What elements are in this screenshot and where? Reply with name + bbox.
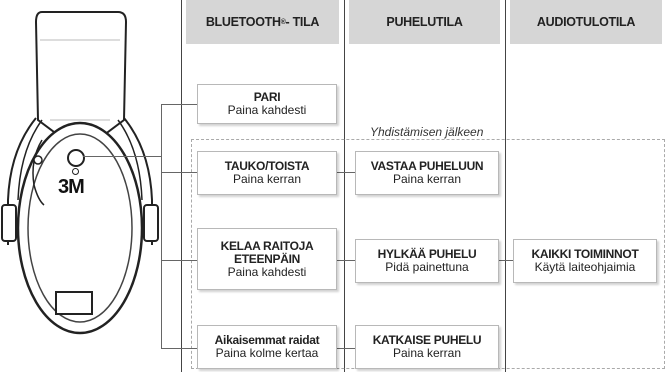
connector-tauko xyxy=(161,172,197,173)
box-hylkaa-puhelu: HYLKÄÄ PUHELU Pidä painettuna xyxy=(355,239,499,283)
headset-logo: 3M xyxy=(58,176,85,198)
link-tauko-vastaa xyxy=(337,172,355,173)
box-subtitle: Paina kahdesti xyxy=(227,264,307,279)
box-aikaisemmat-raidat: Aikaisemmat raidat Paina kolme kertaa xyxy=(197,325,337,369)
connector-vertical xyxy=(161,104,162,348)
box-kelaa-raitoja: KELAA RAITOJA ETEENPÄIN Paina kahdesti xyxy=(197,228,337,290)
box-subtitle: Paina kerran xyxy=(392,346,462,360)
box-subtitle: Paina kolme kertaa xyxy=(215,346,319,360)
box-subtitle: Paina kerran xyxy=(232,172,302,186)
connector-aikaisemmat xyxy=(161,348,197,349)
connector-pari xyxy=(161,104,197,105)
link-hylkaa-kaikki xyxy=(497,260,513,261)
col-divider-3 xyxy=(505,0,506,372)
box-pari: PARI Paina kahdesti xyxy=(197,84,337,124)
box-title: KATKAISE PUHELU xyxy=(372,333,482,347)
connector-from-button xyxy=(83,156,162,157)
link-kelaa-hylkaa xyxy=(337,260,355,261)
box-title-line1: KELAA RAITOJA xyxy=(220,238,314,253)
headset-led xyxy=(72,168,79,175)
box-vastaa-puheluun: VASTAA PUHELUUN Paina kerran xyxy=(355,151,499,195)
box-title-line2: ETEENPÄIN xyxy=(234,251,300,266)
box-tauko-toista: TAUKO/TOISTA Paina kerran xyxy=(197,151,337,195)
box-subtitle: Pidä painettuna xyxy=(385,260,469,274)
headset-illustration xyxy=(1,11,159,335)
box-kaikki-toiminnot: KAIKKI TOIMINNOT Käytä laiteohjaimia xyxy=(513,239,657,283)
header-audio-mode: AUDIOTULOTILA xyxy=(510,0,662,44)
col-divider-2 xyxy=(344,0,345,372)
link-aikaisemmat-katkaise xyxy=(337,348,355,349)
col-divider-1 xyxy=(181,0,182,372)
box-subtitle: Paina kerran xyxy=(392,172,462,186)
box-title: VASTAA PUHELUUN xyxy=(370,159,484,173)
header-bluetooth-mode: BLUETOOTH®- TILA xyxy=(186,0,339,44)
after-connect-label: Yhdistämisen jälkeen xyxy=(367,125,487,139)
box-katkaise-puhelu: KATKAISE PUHELU Paina kerran xyxy=(355,325,499,369)
headset-button xyxy=(67,149,85,167)
connector-kelaa xyxy=(161,260,197,261)
box-title: KAIKKI TOIMINNOT xyxy=(531,247,639,261)
box-subtitle: Paina kahdesti xyxy=(227,103,307,117)
box-title: HYLKÄÄ PUHELU xyxy=(377,247,477,261)
box-subtitle: Käytä laiteohjaimia xyxy=(534,260,636,274)
box-title: Aikaisemmat raidat xyxy=(214,333,320,347)
box-title: TAUKO/TOISTA xyxy=(224,159,310,173)
header-phone-mode: PUHELUTILA xyxy=(349,0,500,44)
box-title: PARI xyxy=(253,90,281,104)
